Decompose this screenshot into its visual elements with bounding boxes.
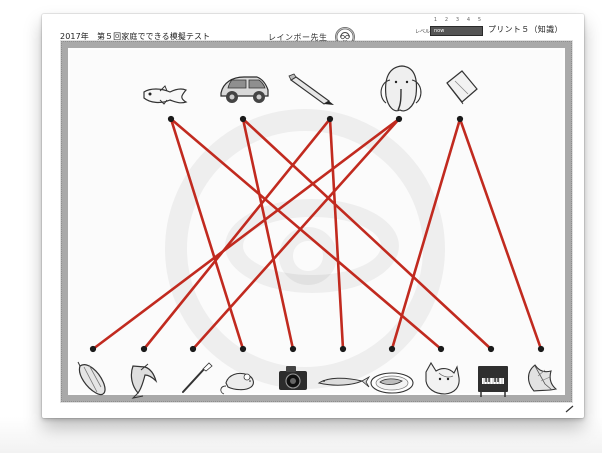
connection-line	[171, 119, 243, 349]
dolphin-icon	[131, 364, 156, 398]
top-connector-dot[interactable]	[168, 116, 174, 122]
bottom-connector-dot[interactable]	[340, 346, 346, 352]
bottom-connector-dot[interactable]	[90, 346, 96, 352]
connection-line	[93, 119, 399, 349]
fish-dish-icon	[371, 373, 413, 393]
connection-line	[460, 119, 541, 349]
bottom-connector-dot[interactable]	[141, 346, 147, 352]
bottom-connector-dot[interactable]	[240, 346, 246, 352]
notebook-icon	[447, 71, 477, 104]
cat-icon	[426, 363, 459, 394]
loofah-icon	[78, 362, 105, 395]
mouse-icon	[221, 373, 254, 394]
connection-line	[144, 119, 330, 349]
top-connector-dot[interactable]	[327, 116, 333, 122]
top-connector-dot[interactable]	[240, 116, 246, 122]
connection-line	[171, 119, 441, 349]
bottom-connector-dot[interactable]	[438, 346, 444, 352]
camera-icon	[279, 366, 307, 390]
connection-lines	[90, 116, 544, 352]
top-connector-dot[interactable]	[396, 116, 402, 122]
car-icon	[221, 77, 268, 103]
leaf-icon	[529, 365, 557, 391]
fish-icon	[144, 86, 186, 104]
elephant-icon	[381, 66, 421, 111]
connection-line	[243, 119, 293, 349]
resize-corner-icon	[566, 406, 573, 412]
toothbrush-icon	[183, 363, 212, 392]
bottom-connector-dot[interactable]	[190, 346, 196, 352]
sardine-icon	[319, 377, 369, 387]
bottom-connector-dot[interactable]	[488, 346, 494, 352]
connection-line	[330, 119, 343, 349]
bottom-connector-dot[interactable]	[538, 346, 544, 352]
bottom-connector-dot[interactable]	[389, 346, 395, 352]
top-connector-dot[interactable]	[457, 116, 463, 122]
piano-icon	[478, 366, 508, 397]
pencil-icon	[289, 74, 334, 105]
connection-line	[392, 119, 460, 349]
bottom-connector-dot[interactable]	[290, 346, 296, 352]
